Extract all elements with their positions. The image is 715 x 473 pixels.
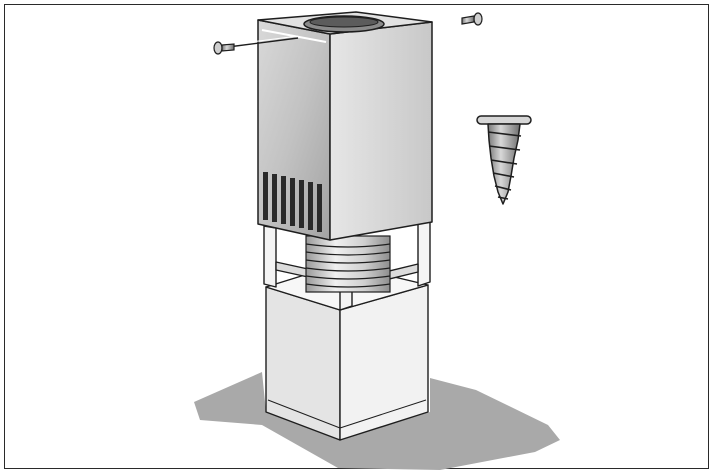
bellows-duct: [305, 235, 391, 293]
floor-shadow: [194, 372, 560, 470]
screw-left: [213, 35, 299, 55]
vent-slots: [263, 172, 322, 232]
screw-right: [461, 12, 483, 26]
screw-detail: [476, 115, 532, 205]
